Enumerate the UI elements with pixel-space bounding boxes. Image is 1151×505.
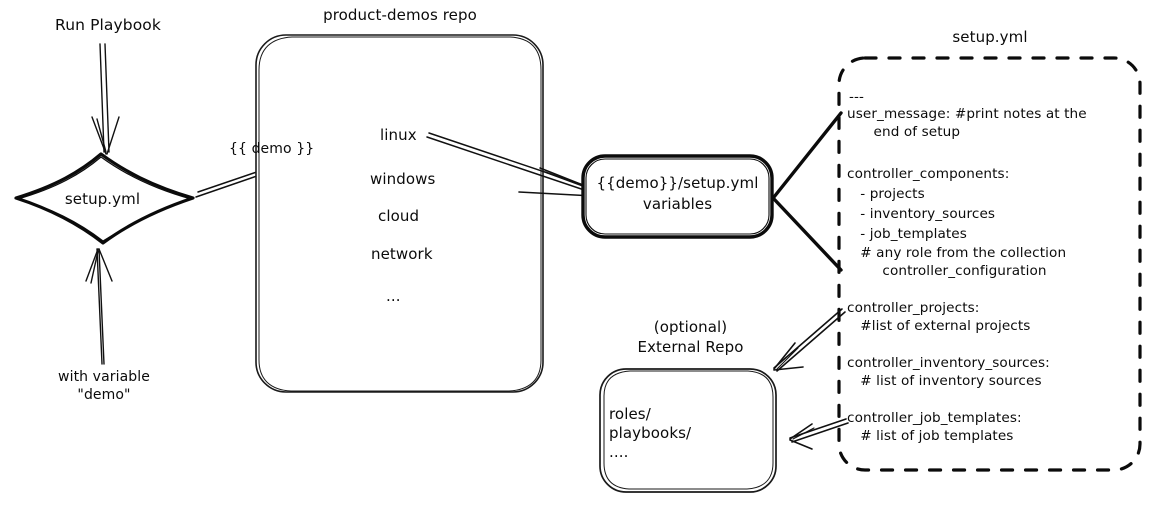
arrow-jobtemplates-to-external-repo bbox=[789, 418, 849, 450]
vars-box-line2: variables bbox=[642, 195, 713, 213]
external-repo-box bbox=[599, 368, 777, 493]
product-demos-repo-box bbox=[255, 34, 544, 393]
demo-edge-label: {{ demo }} bbox=[229, 141, 315, 157]
arrow-with-variable bbox=[85, 248, 113, 365]
setup-yml-line-8: # any role from the collection bbox=[847, 245, 1067, 261]
setup-yml-line-12: #list of external projects bbox=[847, 318, 1031, 334]
setup-yml-diamond bbox=[14, 152, 195, 245]
repo-item-ellipsis: ... bbox=[386, 287, 401, 305]
setup-yml-line-17: controller_job_templates: bbox=[847, 410, 1022, 426]
setup-yml-line-15: # list of inventory sources bbox=[847, 373, 1042, 389]
with-variable-label-line1: with variable bbox=[58, 369, 150, 385]
external-repo-item-roles: roles/ bbox=[609, 405, 651, 423]
connector-vars-to-setupyml bbox=[772, 111, 843, 272]
repo-item-network: network bbox=[371, 245, 433, 263]
setup-yml-line-9: controller_configuration bbox=[847, 263, 1047, 279]
setup-yml-line-0: --- bbox=[849, 89, 865, 105]
setup-yml-line-1: user_message: #print notes at the bbox=[847, 106, 1087, 122]
setup-yml-diamond-label: setup.yml bbox=[64, 190, 141, 208]
with-variable-label-line2: "demo" bbox=[77, 387, 131, 403]
setup-yml-box-title: setup.yml bbox=[952, 28, 1028, 46]
vars-box-line1: {{demo}}/setup.yml bbox=[596, 174, 759, 192]
external-repo-title-line2: External Repo bbox=[637, 338, 744, 356]
setup-yml-line-14: controller_inventory_sources: bbox=[847, 355, 1050, 371]
setup-yml-line-18: # list of job templates bbox=[847, 428, 1014, 444]
repo-item-windows: windows bbox=[370, 170, 436, 188]
external-repo-item-playbooks: playbooks/ bbox=[609, 424, 692, 442]
external-repo-title-line1: (optional) bbox=[653, 318, 728, 336]
vars-box bbox=[581, 154, 774, 239]
product-demos-repo-title: product-demos repo bbox=[323, 6, 477, 24]
setup-yml-line-11: controller_projects: bbox=[847, 300, 980, 316]
setup-yml-line-6: - inventory_sources bbox=[847, 206, 996, 222]
setup-yml-line-4: controller_components: bbox=[847, 166, 1010, 182]
arrow-projects-to-external-repo bbox=[773, 308, 846, 372]
arrow-run-playbook bbox=[91, 43, 120, 155]
setup-yml-line-2: end of setup bbox=[847, 124, 961, 140]
setup-yml-dashed-box bbox=[837, 56, 1142, 472]
external-repo-item-ellipsis: .... bbox=[609, 443, 629, 461]
run-playbook-label: Run Playbook bbox=[55, 16, 161, 34]
setup-yml-line-7: - job_templates bbox=[847, 226, 967, 242]
setup-yml-line-5: - projects bbox=[847, 186, 925, 202]
repo-item-linux: linux bbox=[380, 126, 417, 144]
repo-item-cloud: cloud bbox=[378, 207, 420, 225]
